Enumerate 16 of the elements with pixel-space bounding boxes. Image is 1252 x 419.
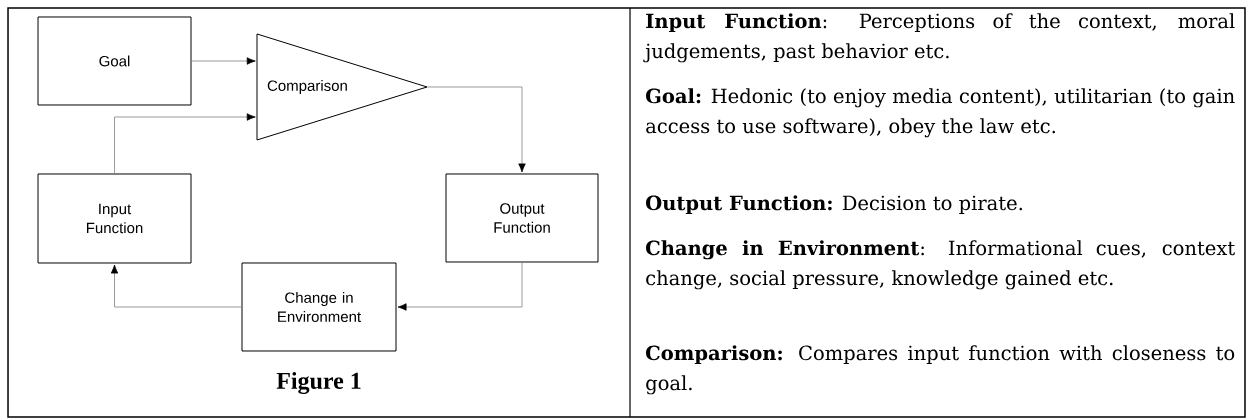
arrow bbox=[426, 86, 526, 173]
arrow bbox=[114, 113, 256, 174]
process-box: Goal bbox=[37, 16, 192, 106]
description-paragraph: Comparison: Compares input function with closeness to goal. bbox=[646, 345, 1235, 395]
arrow bbox=[110, 264, 242, 308]
description-paragraph: Goal: Hedonic (to enjoy media content), utilitarian (to gain access to use software), obey the law etc. bbox=[646, 88, 1235, 138]
process-box: Output Function bbox=[445, 173, 599, 263]
description-paragraph: Input Function: Perceptions of the context, moral judgements, past behavior etc. bbox=[643, 13, 1235, 63]
process-box: Change in Environment bbox=[241, 262, 397, 352]
arrow bbox=[191, 57, 256, 65]
figure-caption: Figure 1 bbox=[276, 372, 361, 394]
process-box: Input Function bbox=[37, 173, 192, 264]
description-paragraph: Output Function: Decision to pirate. bbox=[646, 195, 1023, 215]
arrow bbox=[397, 262, 523, 311]
description-paragraph: Change in Environment: Informational cues, context change, social pressure, knowledge gained etc. bbox=[646, 240, 1236, 290]
comparator-triangle: Comparison bbox=[256, 33, 428, 141]
